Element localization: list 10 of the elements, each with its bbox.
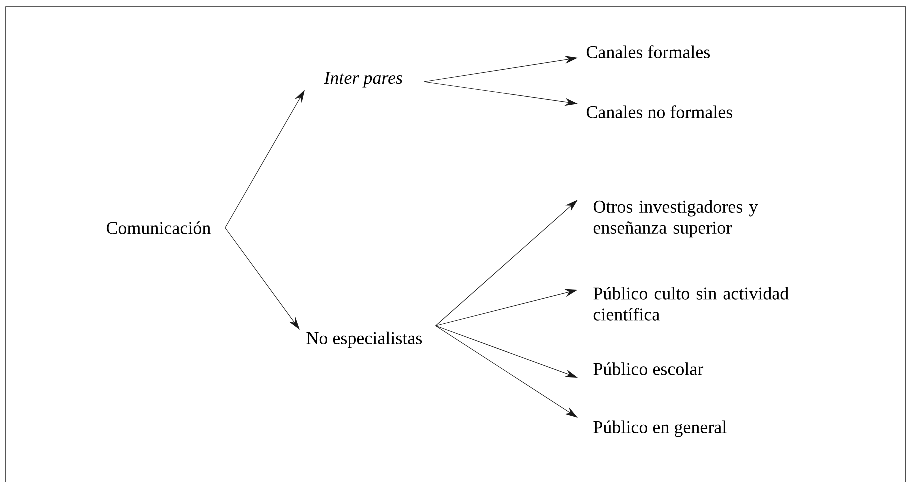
branch-label: Otros investigadores y enseñanza superior — [594, 200, 758, 238]
branch-label: Canales formales — [586, 46, 710, 58]
arrow — [436, 200, 578, 326]
branch-label: Canales no formales — [586, 106, 733, 118]
branch-label: Público culto sin actividad científica — [594, 287, 789, 321]
branch-label: No especialistas — [306, 332, 422, 348]
branch-label: Público en general — [594, 420, 727, 438]
branch-label: Público escolar — [594, 362, 704, 376]
branch-label: Inter pares — [324, 72, 402, 88]
branch-label: Comunicación — [106, 222, 211, 234]
